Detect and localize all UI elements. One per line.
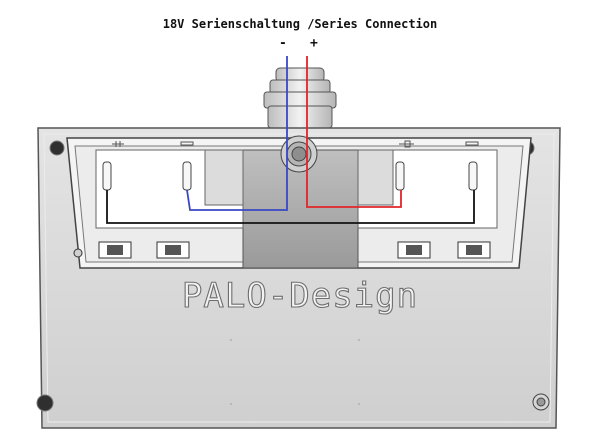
release-slot-4	[457, 241, 491, 259]
bridge-wire	[106, 190, 475, 224]
polarity-marks	[112, 140, 479, 148]
negative-wire	[186, 56, 288, 211]
terminal-right-2	[468, 161, 478, 191]
mounting-hole-top-left	[49, 140, 65, 156]
minus-label: -	[279, 36, 287, 51]
diagram-title: 18V Serienschaltung /Series Connection	[162, 17, 438, 31]
compartment-screw	[73, 248, 83, 258]
mounting-hole-bottom-left	[36, 394, 54, 412]
positive-wire	[306, 56, 402, 208]
release-slot-2	[156, 241, 190, 259]
release-slot-1	[98, 241, 132, 259]
release-slot-3	[397, 241, 431, 259]
terminal-left-2	[182, 161, 192, 191]
brand-logo-text: PALO-Design	[181, 275, 419, 316]
terminal-right-1	[395, 161, 405, 191]
cable-gland	[263, 67, 337, 129]
plus-label: +	[310, 36, 318, 51]
terminal-left-1	[102, 161, 112, 191]
surface-dots	[230, 339, 360, 405]
screw-bottom-right	[532, 393, 550, 411]
gland-nut	[280, 135, 318, 173]
